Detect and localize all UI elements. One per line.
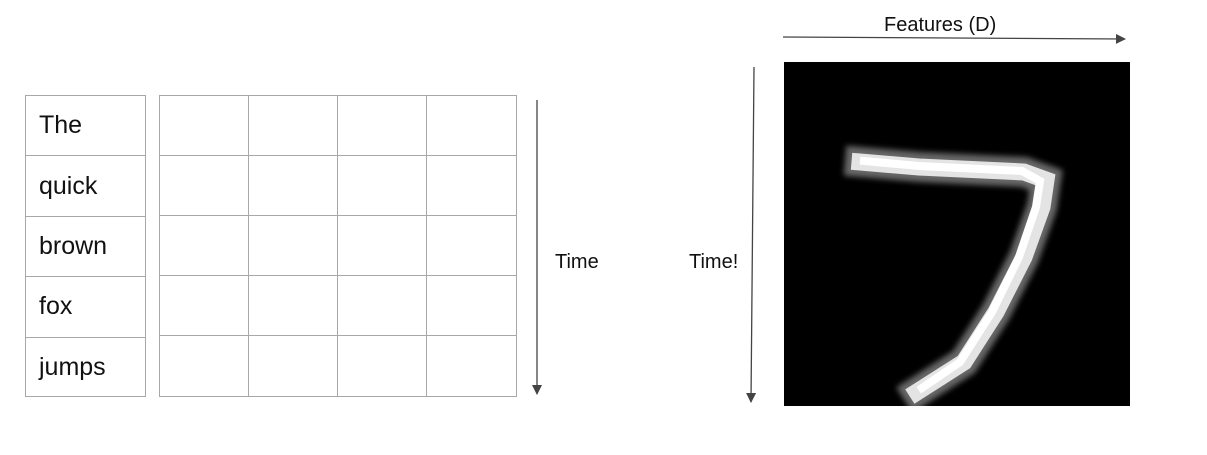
embedding-cell: [160, 216, 249, 276]
embedding-grid: [159, 95, 517, 397]
embedding-cell: [338, 96, 427, 156]
features-axis-label: Features (D): [884, 14, 997, 36]
embedding-cell: [338, 336, 427, 396]
word-token-fox: fox: [26, 277, 145, 338]
embedding-cell: [249, 276, 338, 336]
time-arrow-right: [746, 66, 757, 403]
embedding-cell: [427, 276, 516, 336]
embedding-cell: [427, 96, 516, 156]
embedding-cell: [249, 156, 338, 216]
word-token-the: The: [26, 96, 145, 157]
features-arrow: [782, 33, 1126, 44]
embedding-cell: [160, 96, 249, 156]
embedding-cell: [338, 216, 427, 276]
embedding-cell: [160, 156, 249, 216]
embedding-cell: [160, 276, 249, 336]
word-token-jumps: jumps: [39, 353, 106, 382]
embedding-cell: [249, 96, 338, 156]
word-token-quick: quick: [26, 156, 145, 217]
embedding-cell: [427, 336, 516, 396]
word-token-brown: brown: [26, 217, 145, 278]
embedding-cell: [338, 156, 427, 216]
embedding-cell: [427, 156, 516, 216]
embedding-cell: [427, 216, 516, 276]
time-axis-label: Time: [555, 251, 599, 273]
handwritten-digit-seven-icon: [843, 145, 1063, 413]
digit-seven-image: [784, 62, 1130, 413]
time-axis-label-image: Time!: [689, 251, 739, 273]
embedding-cell: [338, 276, 427, 336]
embedding-cell: [249, 216, 338, 276]
embedding-cell: [249, 336, 338, 396]
embedding-cell: [160, 336, 249, 396]
